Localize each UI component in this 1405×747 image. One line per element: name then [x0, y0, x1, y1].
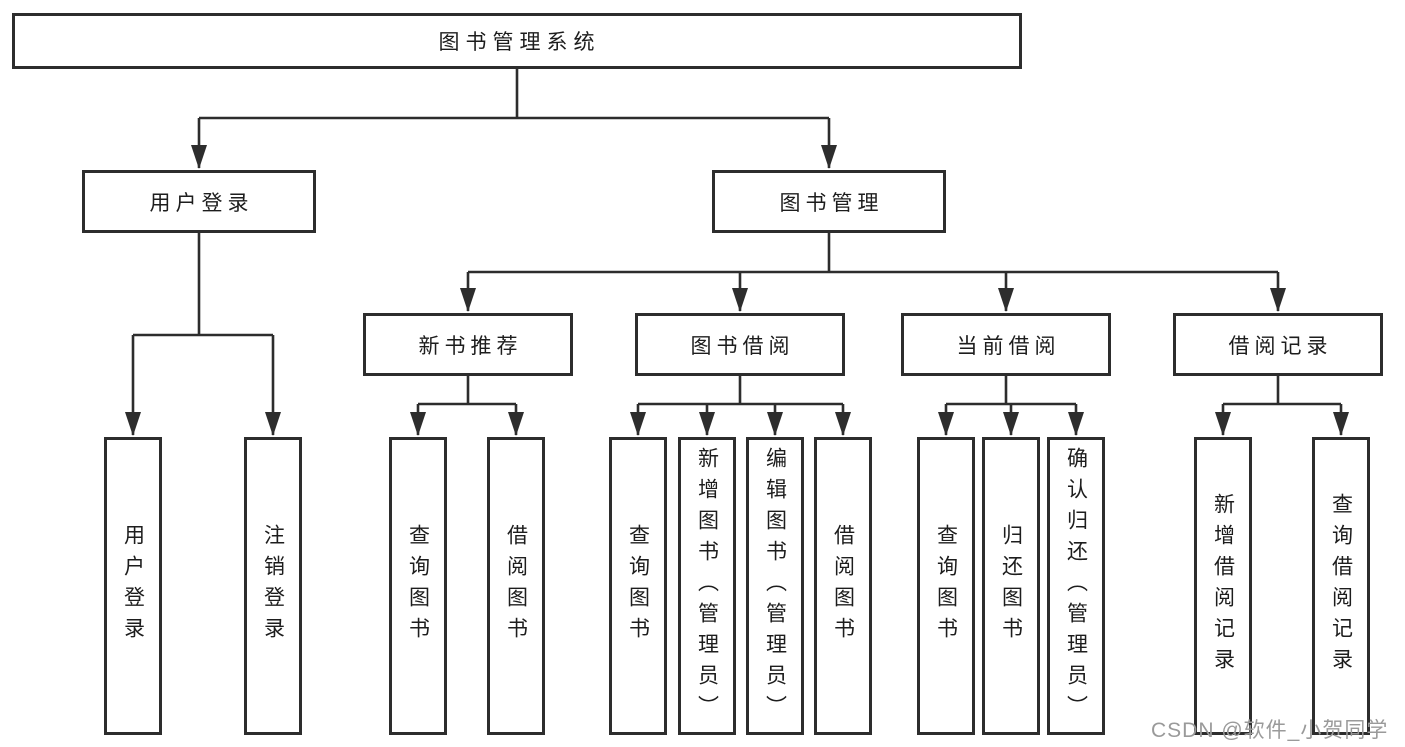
watermark: CSDN @软件_小贺同学 [1151, 719, 1389, 742]
node-label: 图书借阅 [690, 334, 795, 358]
leaf-add-book-admin: 新增图书（管理员） [678, 437, 736, 735]
leaf-return-books: 归还图书 [982, 437, 1040, 735]
leaf-query-books-current: 查询图书 [917, 437, 975, 735]
node-label: 用户登录 [121, 524, 145, 648]
node-label: 用户登录 [149, 191, 254, 215]
leaf-borrow-books-recommend: 借阅图书 [487, 437, 545, 735]
node-label: 借阅图书 [831, 524, 855, 648]
node-label: 确认归还（管理员） [1064, 446, 1088, 726]
node-label: 当前借阅 [956, 334, 1061, 358]
node-book-management: 图书管理 [712, 170, 946, 233]
node-label: 查询图书 [626, 524, 650, 648]
leaf-logout: 注销登录 [244, 437, 302, 735]
leaf-query-books-borrowing: 查询图书 [609, 437, 667, 735]
leaf-query-books-recommend: 查询图书 [389, 437, 447, 735]
node-label: 归还图书 [999, 524, 1023, 648]
leaf-user-login: 用户登录 [104, 437, 162, 735]
node-label: 新书推荐 [418, 334, 523, 358]
node-new-book-recommend: 新书推荐 [363, 313, 573, 376]
node-label: 图书管理 [779, 191, 884, 215]
leaf-query-borrow-record: 查询借阅记录 [1312, 437, 1370, 735]
node-label: 新增借阅记录 [1211, 493, 1235, 679]
node-label: 注销登录 [261, 524, 285, 648]
node-label: 借阅图书 [504, 524, 528, 648]
leaf-borrow-books-borrowing: 借阅图书 [814, 437, 872, 735]
node-label: 查询图书 [934, 524, 958, 648]
node-label: 编辑图书（管理员） [763, 446, 787, 726]
node-label: 借阅记录 [1228, 334, 1333, 358]
node-label: 查询图书 [406, 524, 430, 648]
leaf-add-borrow-record: 新增借阅记录 [1194, 437, 1252, 735]
node-current-borrowing: 当前借阅 [901, 313, 1111, 376]
leaf-edit-book-admin: 编辑图书（管理员） [746, 437, 804, 735]
leaf-confirm-return-admin: 确认归还（管理员） [1047, 437, 1105, 735]
node-borrowing-records: 借阅记录 [1173, 313, 1383, 376]
node-user-login: 用户登录 [82, 170, 316, 233]
node-label: 新增图书（管理员） [695, 446, 719, 726]
node-label: 查询借阅记录 [1329, 493, 1353, 679]
node-library-system: 图书管理系统 [12, 13, 1022, 69]
node-book-borrowing: 图书借阅 [635, 313, 845, 376]
node-label: 图书管理系统 [438, 31, 601, 54]
